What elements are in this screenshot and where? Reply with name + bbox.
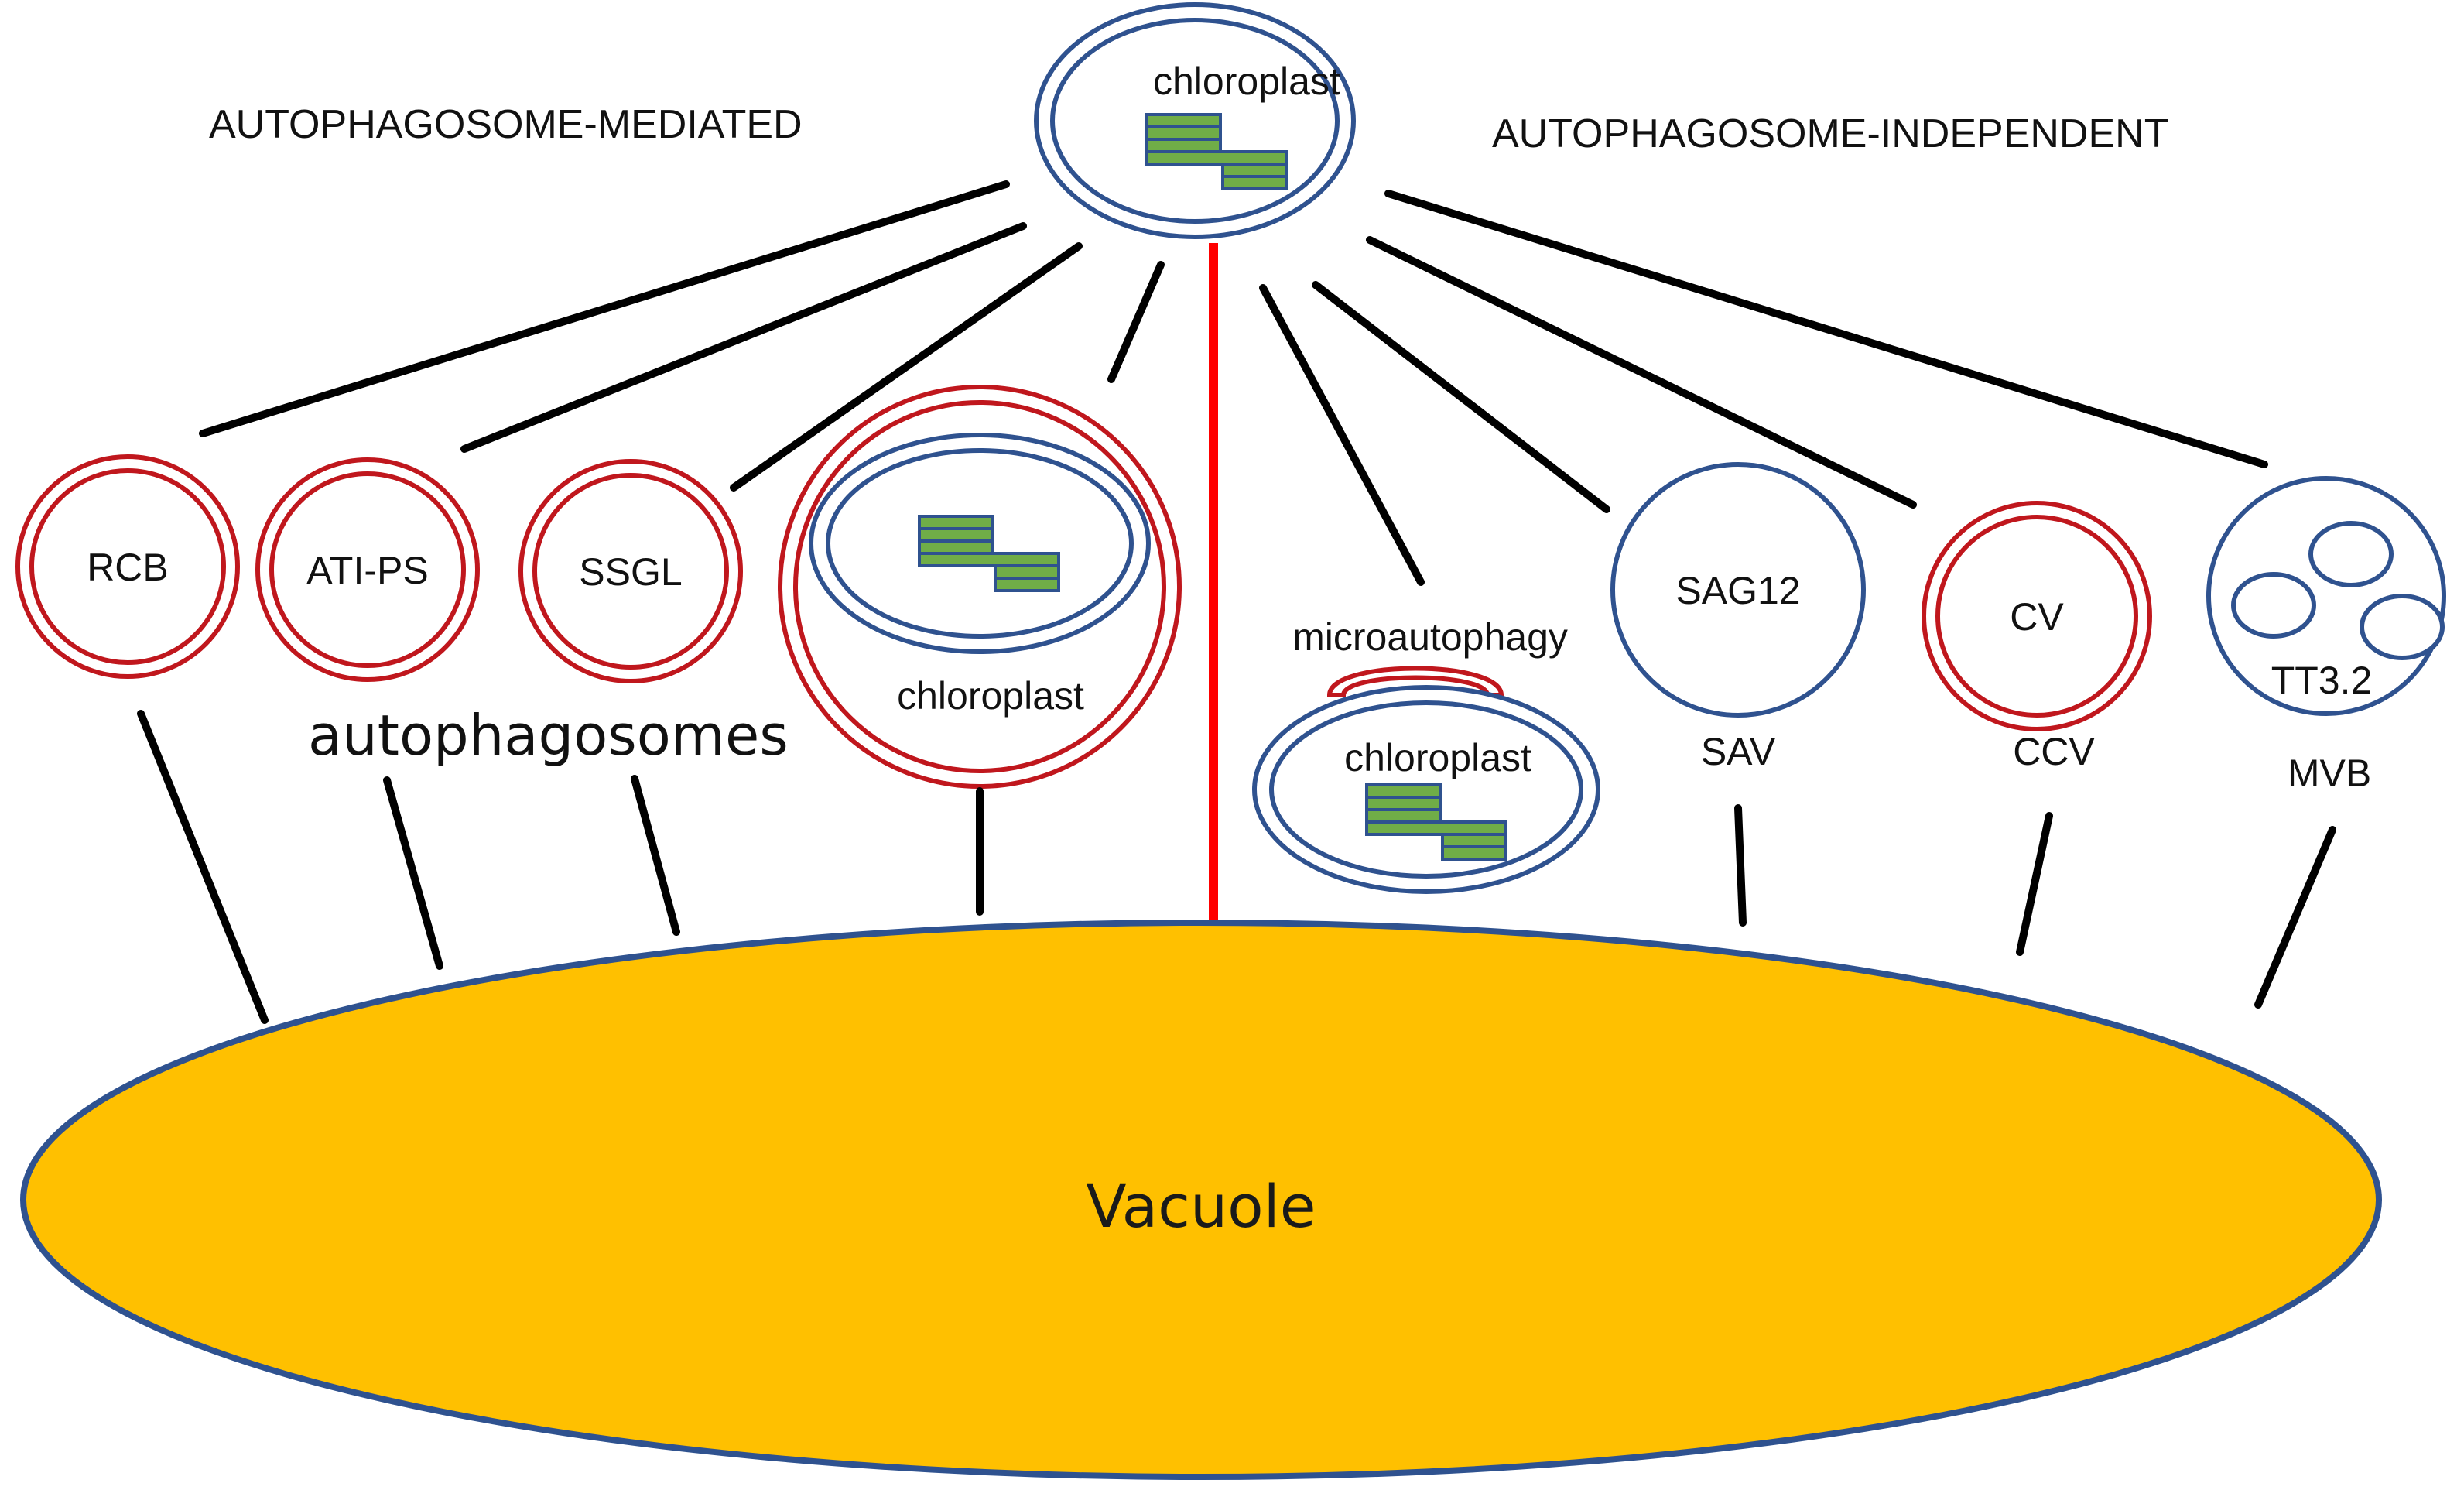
chlorophagy-label: chloroplast	[897, 674, 1084, 718]
lower-arrows	[137, 710, 2336, 1024]
mvb-label: MVB	[2288, 752, 2371, 795]
arrow-to-microautophagy	[1259, 284, 1425, 586]
arrow-rcb-vacuole	[137, 710, 269, 1024]
ccv-label: CCV	[2013, 730, 2095, 773]
arrow-to-ssgl	[730, 242, 1083, 492]
arrow-to-sag12	[1312, 281, 1610, 513]
arrow-sav-vacuole	[1734, 804, 1747, 927]
cv-label: CV	[2010, 595, 2064, 639]
arrow-atips-vacuole	[383, 776, 443, 970]
upper-arrows	[199, 180, 2268, 586]
vesicle-atips: ATI-PS	[255, 457, 480, 682]
microautophagy-membrane	[1326, 666, 1504, 697]
heading-autophagosome-independent: AUTOPHAGOSOME-INDEPENDENT	[1492, 111, 2168, 156]
top-chloroplast: chloroplast	[1034, 2, 1356, 239]
vacuole: Vacuole	[20, 920, 2382, 1480]
arrow-to-atips	[460, 222, 1027, 453]
vesicle-sav: SAG12 SAV	[1610, 462, 1866, 773]
vesicle-ssgl: SSGL	[518, 459, 743, 683]
rcb-label: RCB	[87, 546, 169, 589]
sag12-label: SAG12	[1675, 569, 1800, 612]
vesicle-mvb: TT3.2 MVB	[2206, 476, 2446, 795]
arrow-to-cv	[1366, 236, 1917, 509]
ssgl-label: SSGL	[579, 550, 682, 594]
vacuole-label: Vacuole	[1087, 1172, 1316, 1241]
microautophagy-chloroplast-label: chloroplast	[1344, 736, 1531, 779]
vesicle-chlorophagy: chloroplast	[778, 385, 1182, 789]
arrow-ssgl-vacuole	[631, 775, 680, 936]
atips-label: ATI-PS	[306, 549, 428, 592]
autophagosomes-label: autophagosomes	[308, 703, 789, 768]
vesicle-rcb: RCB	[15, 454, 240, 679]
arrow-to-chlorophagy	[1107, 261, 1165, 383]
arrow-to-mvb	[1384, 190, 2268, 468]
arrow-ccv-vacuole	[2016, 812, 2053, 956]
tt32-label: TT3.2	[2271, 659, 2373, 702]
arrow-to-rcb	[199, 180, 1010, 437]
sav-label: SAV	[1701, 730, 1776, 773]
microautophagy-label: microautophagy	[1292, 615, 1568, 659]
heading-autophagosome-mediated: AUTOPHAGOSOME-MEDIATED	[209, 102, 803, 147]
vesicle-ccv: CV CCV	[1922, 501, 2152, 773]
microautophagy-group: microautophagy chloroplast	[1252, 615, 1600, 894]
top-chloroplast-label: chloroplast	[1153, 60, 1340, 103]
arrow-mvb-vacuole	[2254, 826, 2336, 1009]
